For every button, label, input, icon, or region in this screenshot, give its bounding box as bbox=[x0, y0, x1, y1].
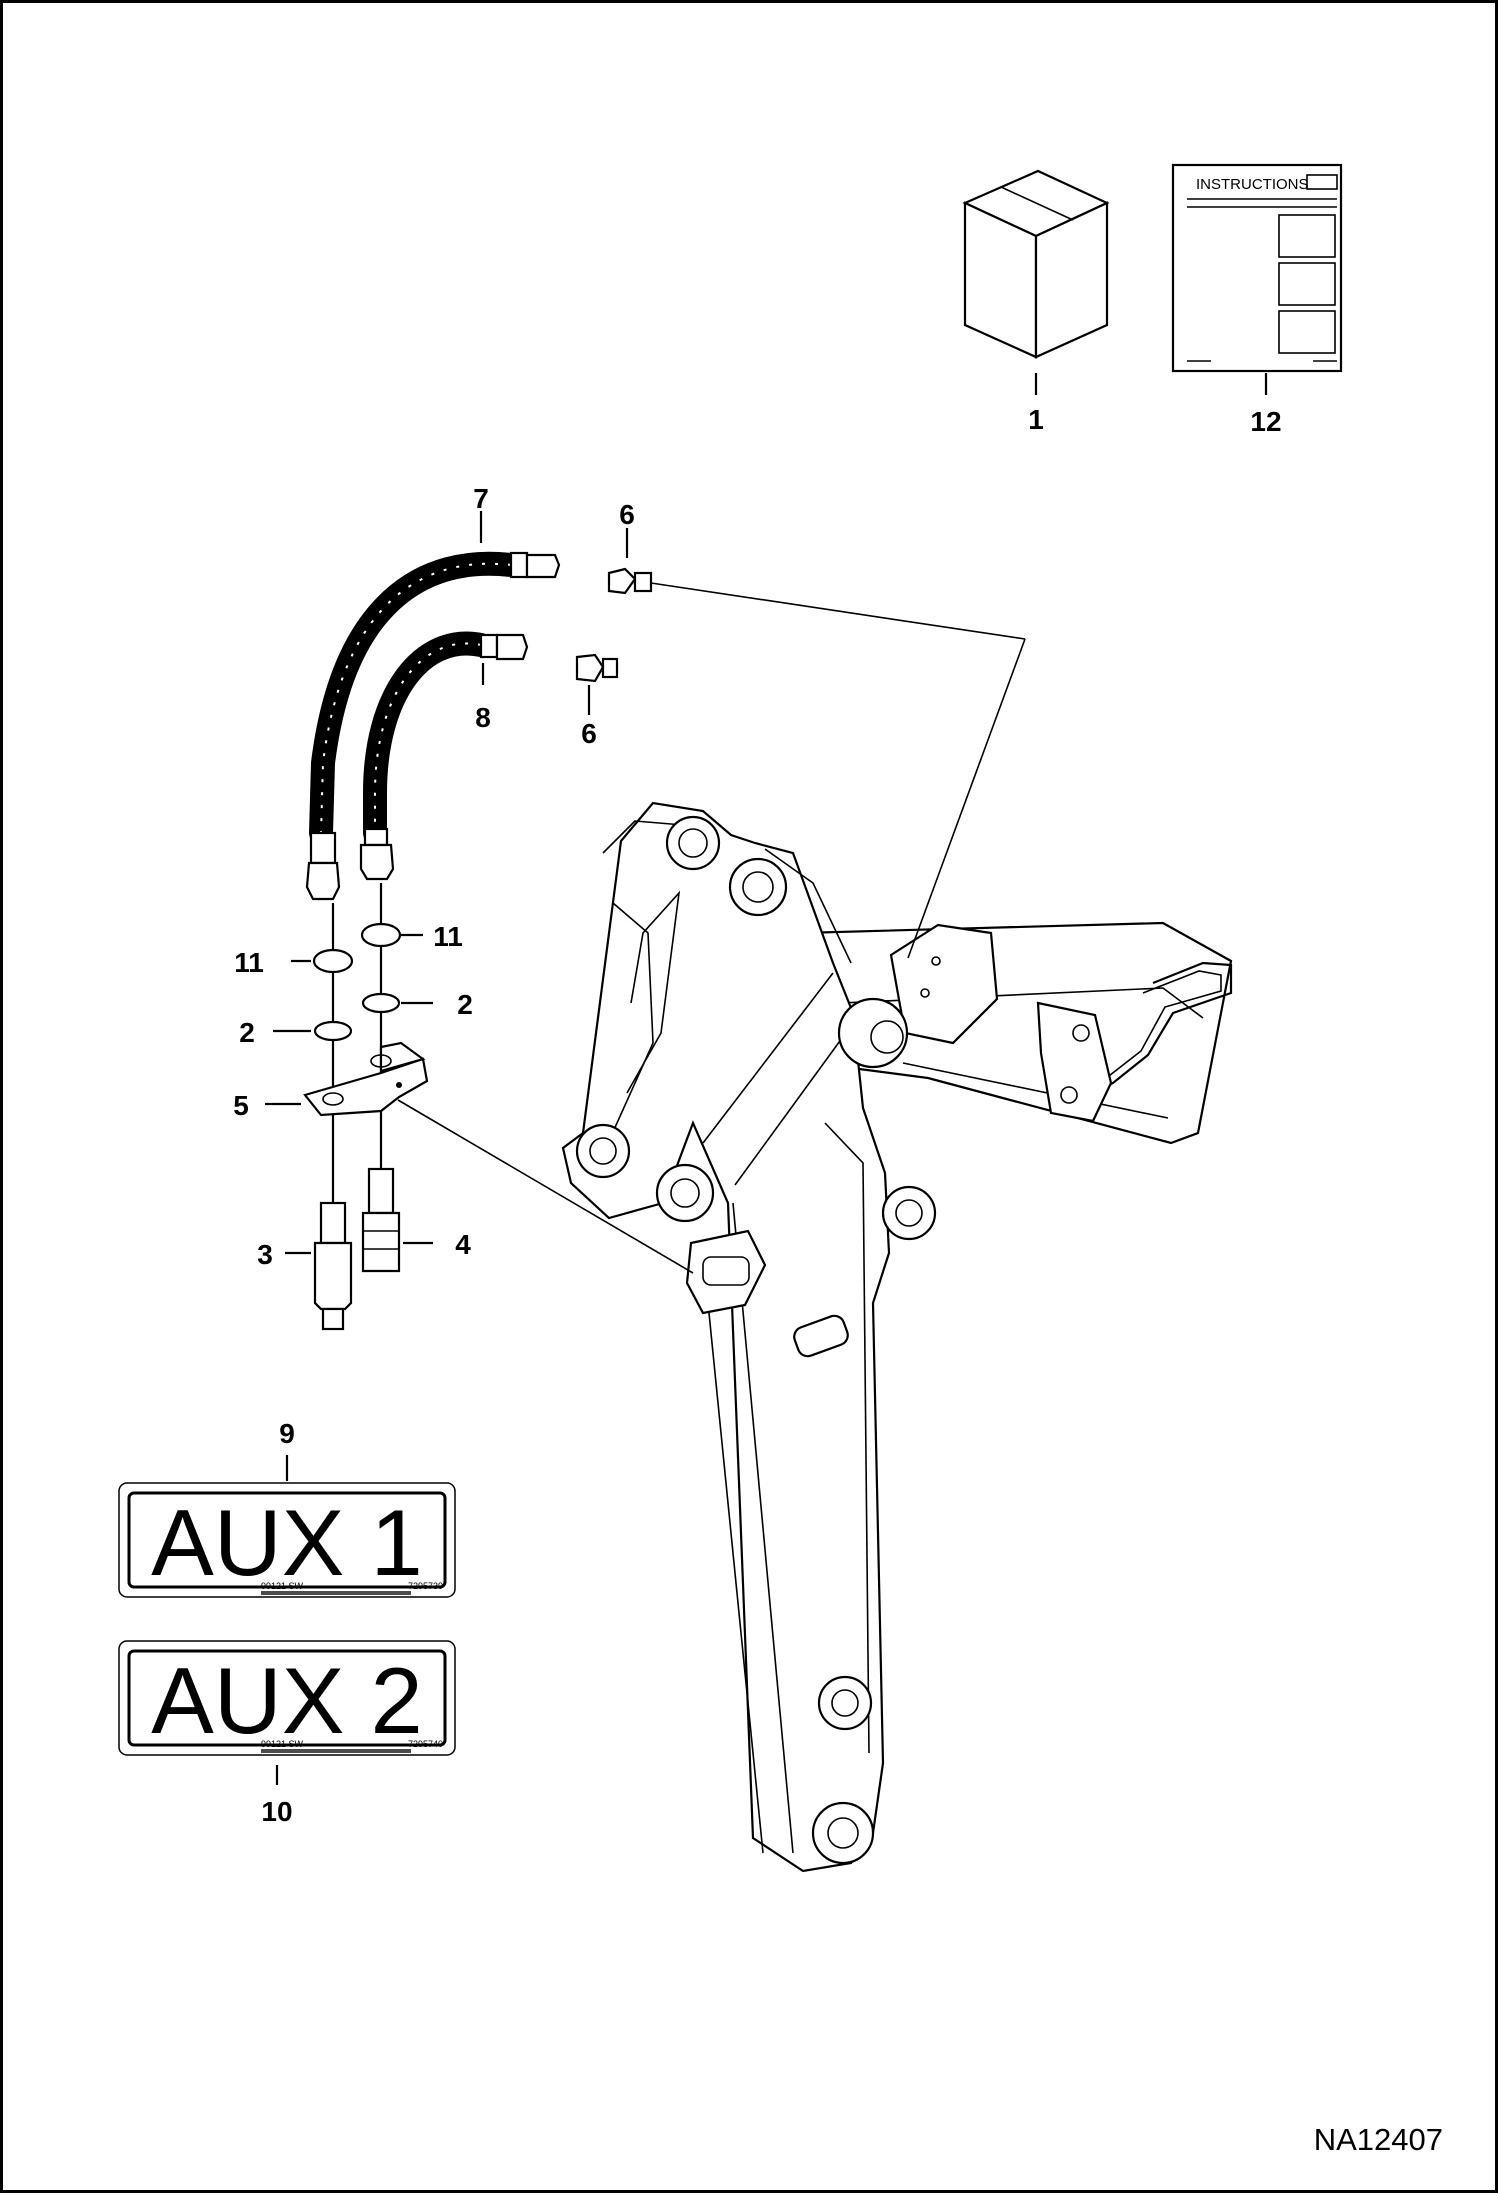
leader-boom-down bbox=[907, 638, 1026, 959]
instructions-heading: INSTRUCTIONS bbox=[1196, 176, 1309, 193]
callout-decal-aux2: 10 bbox=[261, 1796, 292, 1827]
bracket-illustration bbox=[303, 1041, 429, 1117]
kit-box-illustration bbox=[962, 169, 1110, 359]
callout-kit-box: 1 bbox=[1028, 404, 1044, 435]
decal-aux2: AUX 2 99121 SW 7295740 bbox=[118, 1640, 456, 1756]
callout-washer-left: 2 bbox=[239, 1017, 255, 1048]
callout-coupler-female: 4 bbox=[455, 1229, 471, 1260]
leader-bracket-to-arm bbox=[397, 1099, 694, 1274]
callout-fitting-bottom: 6 bbox=[581, 718, 597, 749]
callout-bracket: 5 bbox=[233, 1090, 249, 1121]
hose-short-illustration bbox=[359, 631, 529, 881]
callout-nut-left: 11 bbox=[234, 947, 264, 978]
fitting-bottom-illustration bbox=[575, 653, 619, 683]
callout-instructions: 12 bbox=[1250, 406, 1281, 437]
decal-aux2-text: AUX 2 bbox=[151, 1648, 423, 1753]
callout-hose-short: 8 bbox=[475, 702, 491, 733]
decal-aux1-code-left: 99121 SW bbox=[261, 1581, 304, 1591]
callout-fitting-top: 6 bbox=[619, 499, 635, 530]
decal-aux2-code-right: 7295740 bbox=[408, 1739, 443, 1749]
parts-diagram: 1 INSTRUCTIONS 12 bbox=[118, 163, 1443, 2157]
washer-left bbox=[313, 1020, 353, 1042]
fitting-top-illustration bbox=[607, 567, 653, 595]
decal-aux1-code-right: 7295739 bbox=[408, 1581, 443, 1591]
decal-aux1-text: AUX 1 bbox=[151, 1490, 423, 1595]
callout-coupler-male: 3 bbox=[257, 1239, 273, 1270]
leader-fitting-to-boom bbox=[650, 582, 1026, 640]
callout-nut-right: 11 bbox=[433, 921, 463, 952]
hose-long-illustration bbox=[305, 551, 561, 901]
nut-right bbox=[360, 922, 402, 948]
callout-washer-right: 2 bbox=[457, 989, 473, 1020]
decal-aux1: AUX 1 99121 SW 7295739 bbox=[118, 1482, 456, 1598]
callout-decal-aux1: 9 bbox=[279, 1418, 295, 1449]
instructions-sheet-illustration: INSTRUCTIONS bbox=[1171, 163, 1343, 373]
excavator-arm-illustration bbox=[561, 801, 1233, 1873]
decal-aux2-code-left: 99121 SW bbox=[261, 1739, 304, 1749]
callout-hose-long: 7 bbox=[473, 483, 489, 514]
nut-left bbox=[312, 948, 354, 974]
coupler-female-illustration bbox=[361, 1167, 401, 1273]
washer-right bbox=[361, 992, 401, 1014]
figure-id: NA12407 bbox=[1314, 2122, 1443, 2157]
coupler-male-illustration bbox=[313, 1201, 353, 1331]
